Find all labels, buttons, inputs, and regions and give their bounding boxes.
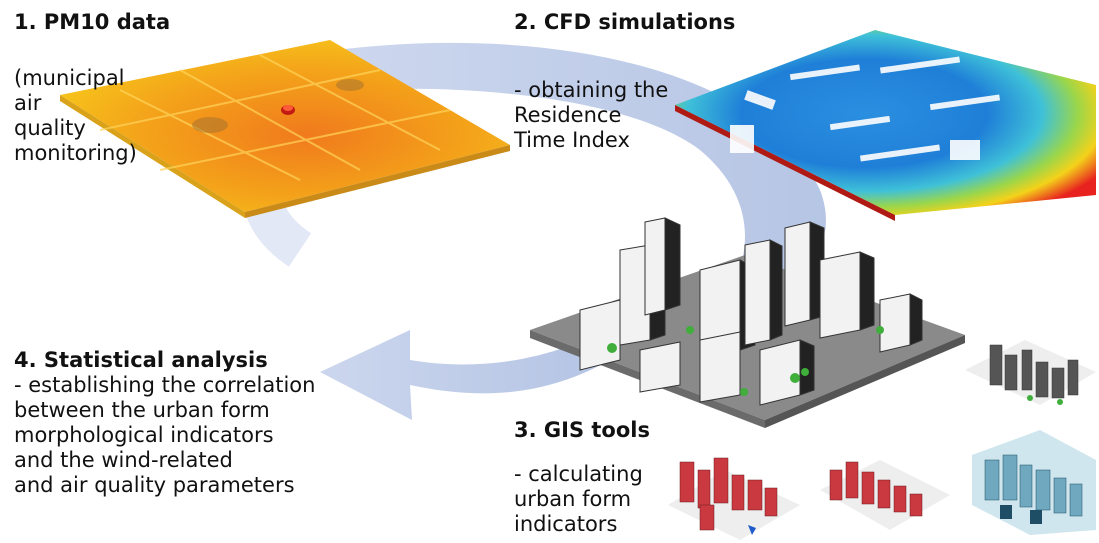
cursor-icon [748, 525, 756, 535]
step4-description: - establishing the correlation between t… [14, 373, 315, 498]
step4-desc-line: and air quality parameters [14, 473, 295, 497]
step1-desc-line: monitoring) [14, 141, 137, 165]
step3-desc-line: indicators [514, 512, 618, 536]
monitoring-station-icon [281, 105, 295, 115]
step4-title: 4. Statistical analysis [14, 348, 268, 372]
gis-map-dark [965, 340, 1096, 405]
step3-title: 3. GIS tools [514, 418, 650, 442]
step3-description: - calculating urban form indicators [514, 462, 643, 537]
gis-map-red-2 [820, 460, 950, 530]
gis-map-teal [972, 430, 1096, 535]
cfd-simulation-map [675, 30, 1096, 221]
pm10-map [60, 40, 510, 218]
gis-map-red-1 [668, 457, 800, 540]
step1-desc-line: (municipal [14, 66, 125, 90]
step1-description: (municipal air quality monitoring) [14, 66, 137, 166]
step1-desc-line: quality [14, 116, 86, 140]
tree-icon [607, 326, 884, 396]
city-3d-model [530, 217, 965, 428]
step3-desc-line: urban form [514, 487, 632, 511]
step2-title: 2. CFD simulations [514, 10, 736, 34]
step1-title: 1. PM10 data [14, 10, 171, 34]
step2-desc-line: Time Index [514, 128, 630, 152]
step2-desc-line: - obtaining the [514, 78, 669, 102]
step1-desc-line: air [14, 91, 42, 115]
step2-desc-line: Residence [514, 103, 622, 127]
step4-desc-line: between the urban form [14, 398, 270, 422]
step2-description: - obtaining the Residence Time Index [514, 78, 668, 153]
step4-desc-line: morphological indicators [14, 423, 274, 447]
step4-desc-line: and the wind-related [14, 448, 233, 472]
step3-desc-line: - calculating [514, 462, 643, 486]
step4-desc-line: - establishing the correlation [14, 373, 316, 397]
gis-indicator-maps [668, 340, 1096, 540]
